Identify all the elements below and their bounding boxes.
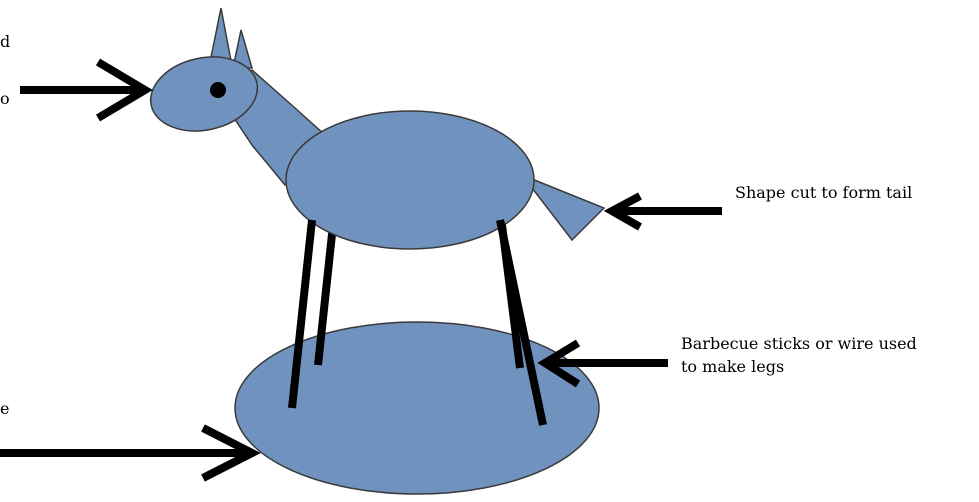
front-left-leg — [288, 219, 316, 409]
front-right-leg — [496, 219, 547, 426]
legs-label-line1: Barbecue sticks or wire used — [681, 334, 917, 353]
legs-label-line2: to make legs — [681, 357, 785, 376]
arrow-to-base — [0, 424, 261, 482]
arrow-to-legs — [537, 339, 668, 388]
head-label-line2: o — [0, 89, 10, 108]
eye-dot — [210, 82, 226, 98]
base-label: e — [0, 399, 10, 418]
arrow-to-head — [20, 58, 153, 122]
tail-shape — [519, 173, 606, 242]
head-label-line1: d — [0, 32, 11, 51]
body-oval — [285, 110, 535, 250]
tail-label: Shape cut to form tail — [735, 183, 913, 202]
head-oval — [149, 56, 259, 132]
arrow-to-tail — [603, 192, 722, 231]
back-left-leg — [314, 224, 337, 366]
base-oval — [234, 321, 600, 495]
